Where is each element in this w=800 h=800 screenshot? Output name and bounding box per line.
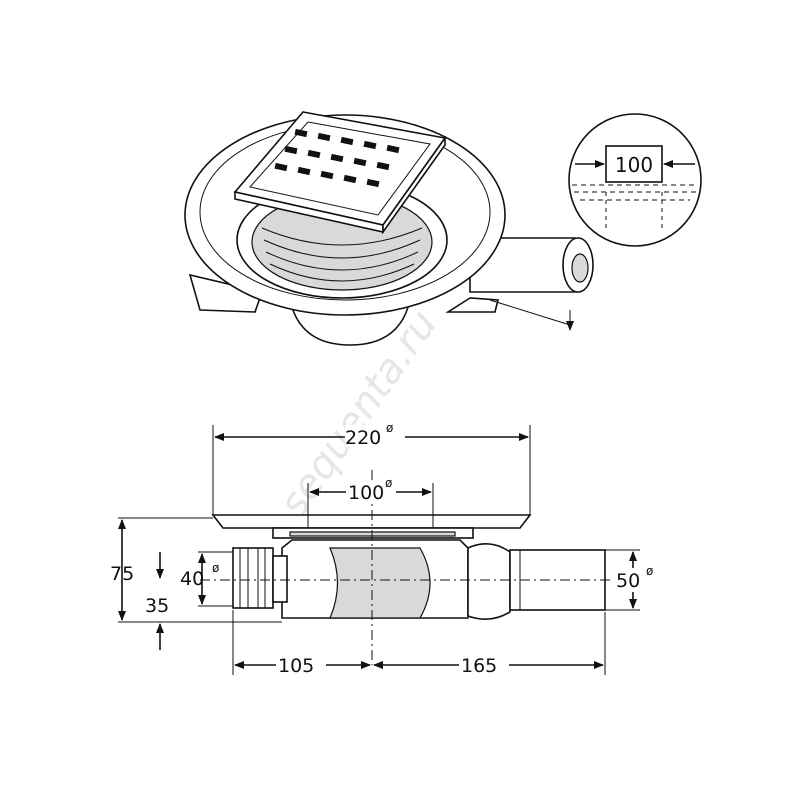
drain-perspective-view	[184, 111, 594, 346]
dim-165-label: 165	[461, 655, 497, 677]
dim-40-diameter-symbol: ø	[212, 561, 219, 575]
dim-35-label: 35	[145, 595, 169, 617]
dim-100-label: 100	[348, 482, 384, 504]
dim-40-label: 40	[180, 568, 204, 590]
inset-detail: 100	[568, 113, 702, 247]
dim-220-diameter-symbol: ø	[386, 421, 393, 435]
dim-50-diameter-symbol: ø	[646, 564, 653, 578]
dim-220-label: 220	[345, 427, 381, 449]
dim-50-label: 50	[616, 570, 640, 592]
drain-side-view: 220 ø 100 ø 75 35 40 ø 50 ø	[110, 421, 660, 677]
inset-label: 100	[615, 153, 653, 177]
dim-105-label: 105	[278, 655, 314, 677]
dim-100-diameter-symbol: ø	[385, 476, 392, 490]
dim-75-label: 75	[110, 563, 134, 585]
